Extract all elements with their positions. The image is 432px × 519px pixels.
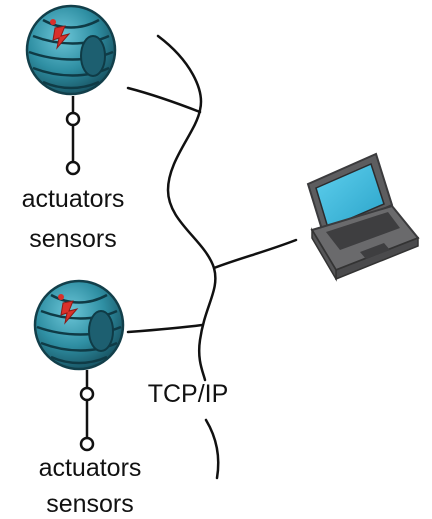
bus-line-lower [204, 418, 220, 480]
connector-port-icon [79, 386, 95, 402]
bus-branch-bottom-node [126, 323, 204, 334]
node-label-line1: actuators [39, 454, 142, 482]
laptop-icon [306, 152, 420, 282]
robot-node-icon [33, 279, 125, 371]
node-label-line2: sensors [29, 225, 117, 253]
node-label-line2: sensors [46, 490, 134, 518]
network-bus [126, 34, 298, 480]
bus-branch-laptop [212, 238, 298, 270]
node-label-line1: actuators [22, 185, 125, 213]
connector-port-icon [65, 160, 81, 176]
connector-port-icon [65, 111, 81, 127]
bus-branch-top-node [126, 86, 202, 114]
network-label: TCP/IP [148, 380, 229, 408]
robot-node-bottom: actuators sensors [33, 279, 142, 518]
robot-node-icon [25, 4, 117, 96]
connector-port-icon [79, 436, 95, 452]
bus-line-upper [156, 34, 217, 382]
robot-node-top: actuators sensors [22, 4, 125, 253]
